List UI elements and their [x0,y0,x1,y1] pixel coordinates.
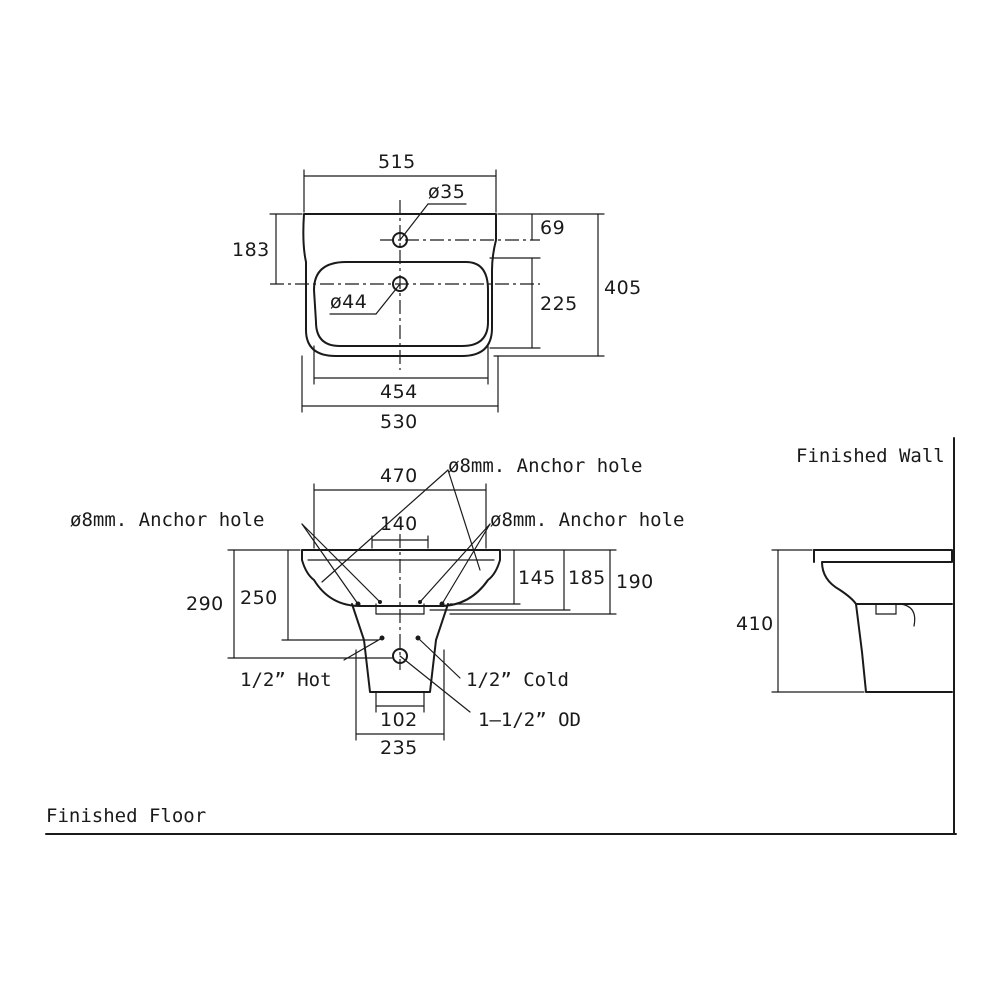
dim-470: 470 [380,465,418,487]
bowl-outline [313,261,489,347]
dim-185: 185 [568,567,606,589]
dim-140: 140 [380,513,418,535]
basin-outline [302,213,497,357]
dim-454: 454 [380,381,418,403]
outlet-label: 1–1/2” OD [478,709,581,731]
dim-410: 410 [736,613,774,635]
dim-405: 405 [604,277,642,299]
front-basin [301,549,501,607]
cold-supply-label: 1/2” Cold [466,669,569,691]
front-view: 470 140 ø8mm. Anchor hole ø8mm. Anchor h… [45,455,957,835]
dim-tap-hole: ø35 [428,181,465,203]
dim-69: 69 [540,217,565,239]
dim-530: 530 [380,411,418,433]
anchor-hole-right: ø8mm. Anchor hole [490,509,684,531]
dim-515: 515 [378,151,416,173]
dim-183: 183 [232,239,270,261]
side-pedestal [855,603,953,693]
dim-235: 235 [380,737,418,759]
side-basin [813,549,953,605]
finished-floor-label: Finished Floor [46,805,206,827]
dim-250: 250 [240,587,278,609]
hot-supply-label: 1/2” Hot [240,669,332,691]
anchor-hole-left: ø8mm. Anchor hole [70,509,264,531]
dim-102: 102 [380,709,418,731]
anchor-hole-top: ø8mm. Anchor hole [448,455,642,477]
finished-wall-label: Finished Wall [796,445,945,467]
top-view: 515 ø35 69 183 ø44 225 405 454 [232,151,642,433]
dim-225: 225 [540,293,578,315]
dim-190: 190 [616,571,654,593]
dim-290: 290 [186,593,224,615]
pedestal [351,603,449,693]
side-view: Finished Wall 410 [736,437,955,835]
dim-145: 145 [518,567,556,589]
dim-drain: ø44 [330,291,367,313]
